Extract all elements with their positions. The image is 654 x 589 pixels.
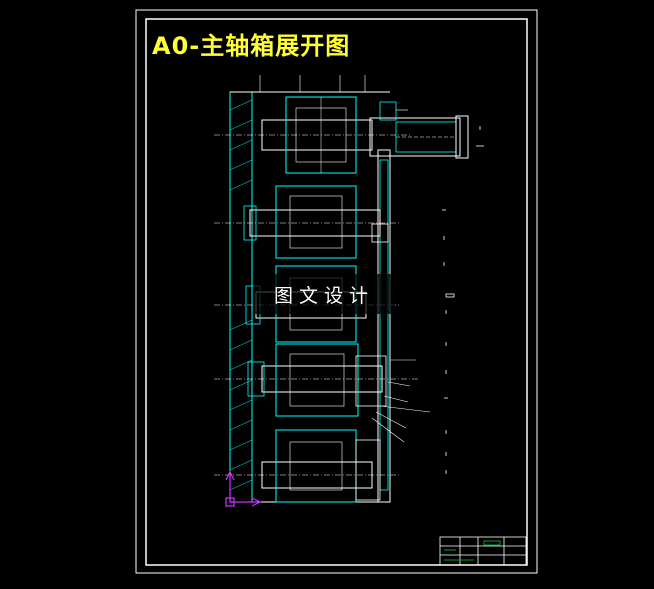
spindle-output (369, 117, 461, 157)
leader-lines (371, 109, 431, 443)
right-wall-inner (379, 159, 389, 491)
gear-set-5 (275, 429, 357, 503)
inner-frame (145, 18, 528, 566)
left-wall (229, 91, 253, 503)
ucs-axis-icon (225, 470, 262, 507)
gear-set-4 (275, 343, 359, 417)
gear-set-2 (275, 185, 357, 259)
title-block (439, 536, 527, 566)
watermark-badge: 图文设计 (253, 274, 395, 314)
drawing-title: A0-主轴箱展开图 (152, 32, 351, 60)
left-wall-hatch (229, 99, 253, 491)
outer-frame (135, 9, 538, 574)
dimension-marks (442, 126, 484, 474)
